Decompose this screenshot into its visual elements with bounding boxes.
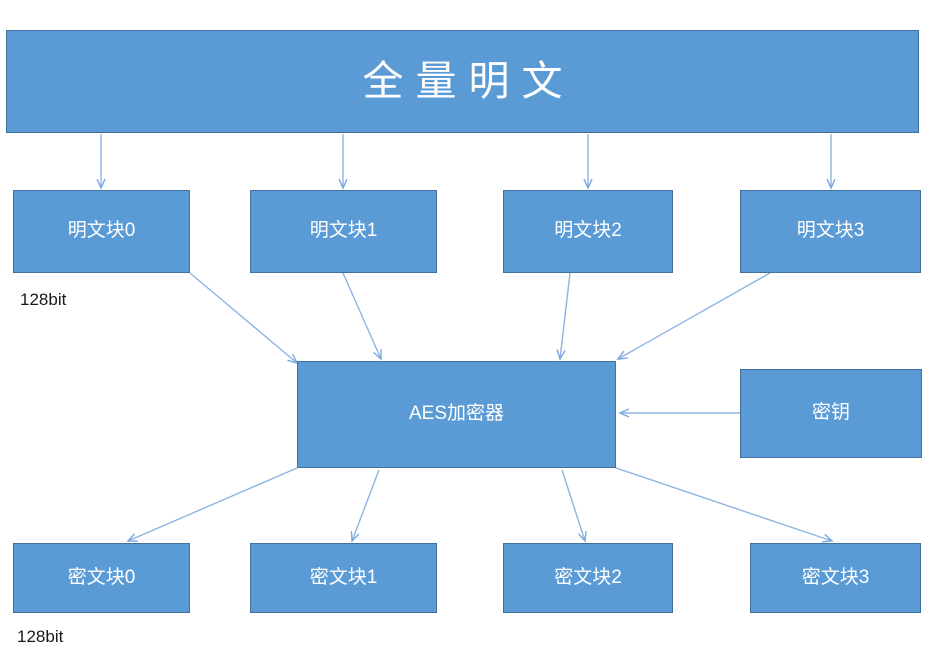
secret-key-label: 密钥: [811, 402, 850, 424]
plaintext-block-3-label: 明文块3: [796, 220, 865, 242]
ciphertext-size-note: 128bit: [17, 627, 64, 646]
edge-aes-to-cipher-3: [615, 467, 834, 543]
full-plaintext-bar: 全量明文: [6, 30, 919, 133]
ciphertext-block-1: 密文块1: [250, 543, 437, 613]
edge-plain-3-to-aes: [616, 272, 771, 360]
plaintext-block-3: 明文块3: [740, 190, 921, 273]
ciphertext-block-0: 密文块0: [13, 543, 190, 613]
ciphertext-block-3: 密文块3: [750, 543, 921, 613]
full-plaintext-label: 全量明文: [362, 57, 575, 104]
plaintext-block-0-label: 明文块0: [67, 220, 136, 242]
plaintext-block-2: 明文块2: [503, 190, 673, 273]
ciphertext-block-2-label: 密文块2: [554, 566, 622, 588]
ciphertext-block-0-label: 密文块0: [67, 566, 136, 588]
edge-aes-to-cipher-1: [350, 469, 380, 543]
plaintext-block-2-label: 明文块2: [554, 220, 622, 242]
edge-plain-2-to-aes: [556, 272, 571, 361]
edge-plain-0-to-aes: [189, 272, 299, 365]
edge-aes-to-cipher-0: [126, 467, 298, 542]
edge-aes-to-cipher-2: [561, 469, 587, 543]
aes-encryptor-box: AES加密器: [297, 361, 616, 468]
aes-encryptor-label: AES加密器: [408, 403, 505, 425]
plaintext-block-1-label: 明文块1: [309, 220, 378, 242]
secret-key-box: 密钥: [740, 369, 922, 458]
plaintext-block-1: 明文块1: [250, 190, 437, 273]
ciphertext-block-2: 密文块2: [503, 543, 673, 613]
plaintext-size-note: 128bit: [20, 290, 67, 309]
edge-plain-1-to-aes: [342, 272, 382, 361]
ciphertext-block-3-label: 密文块3: [801, 566, 870, 588]
plaintext-block-0: 明文块0: [13, 190, 190, 273]
ciphertext-block-1-label: 密文块1: [309, 566, 378, 588]
